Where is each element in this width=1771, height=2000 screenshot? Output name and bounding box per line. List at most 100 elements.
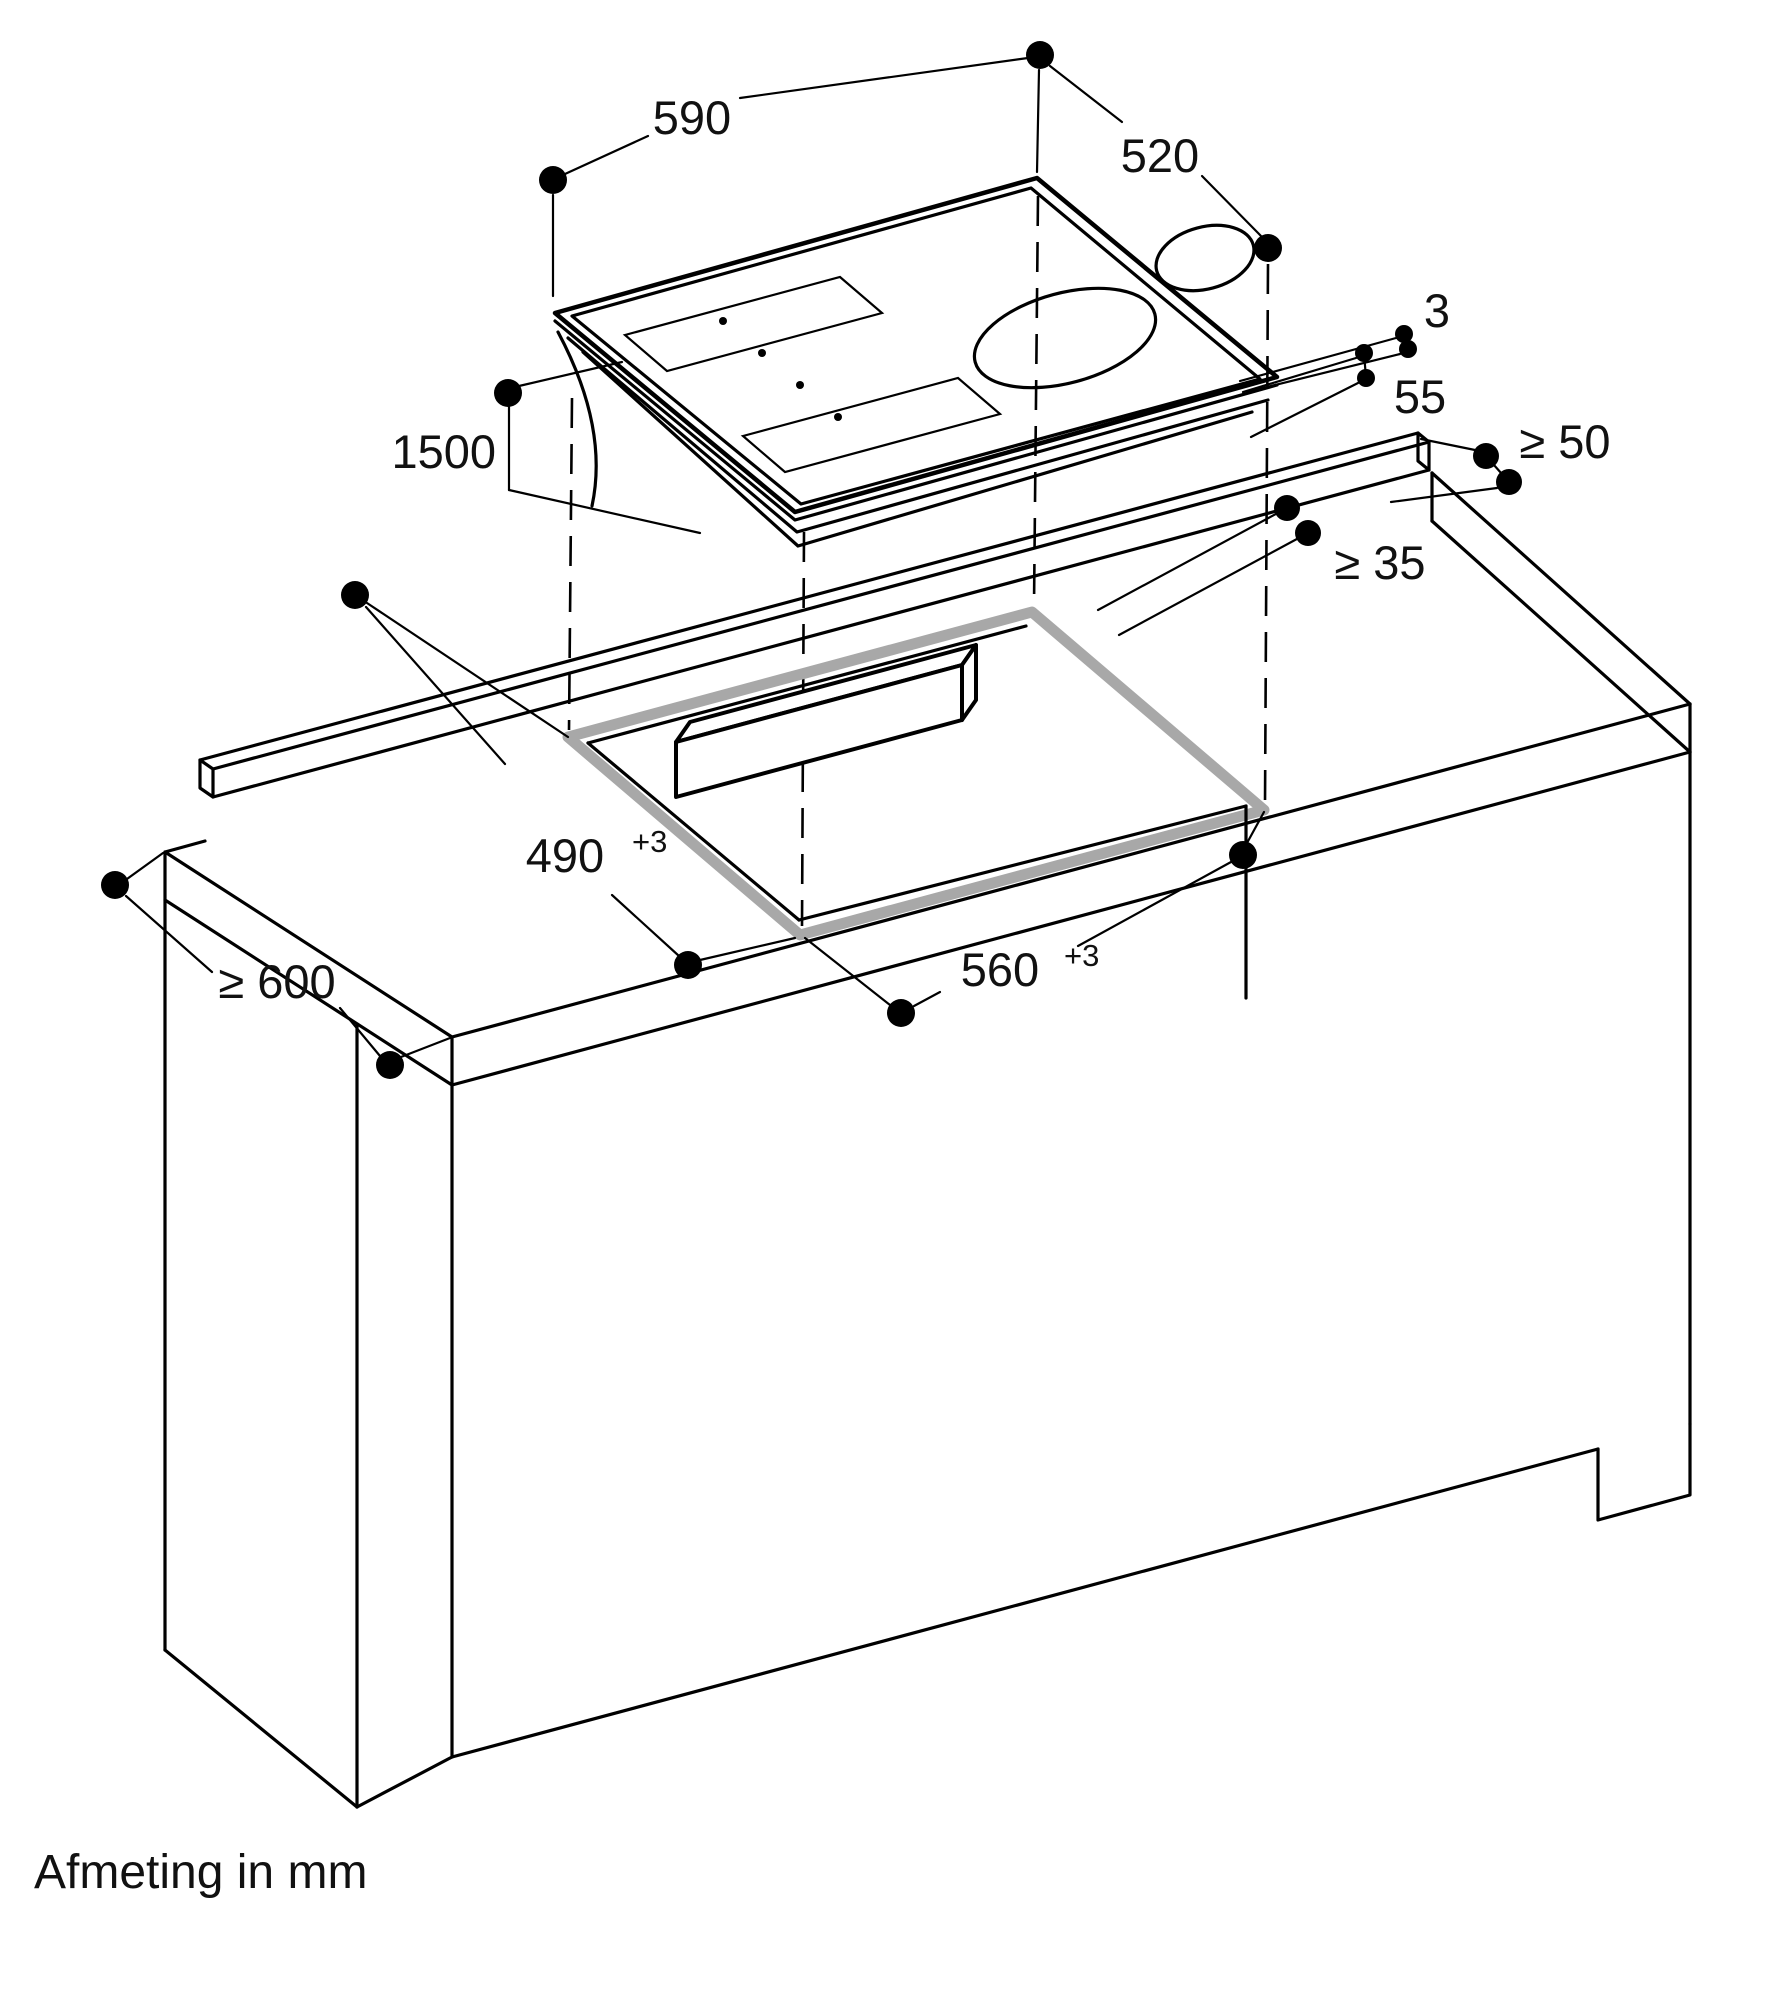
dimension-body-height: 55 bbox=[1241, 344, 1446, 439]
extension-line bbox=[365, 601, 570, 739]
dimension-point bbox=[376, 1051, 404, 1079]
upstand-top-front-edge bbox=[211, 440, 1431, 771]
dimension-label-55: 55 bbox=[1394, 370, 1446, 423]
dimension-label-3: 3 bbox=[1424, 284, 1450, 337]
cooking-zone-rear-circle bbox=[1154, 223, 1256, 293]
cooktop-glass-outer-edge bbox=[552, 175, 1280, 515]
dimension-point bbox=[887, 999, 915, 1027]
connector-line bbox=[1362, 351, 1368, 380]
dimension-label-600: ≥ 600 bbox=[218, 955, 335, 1008]
dimension-label-1500: 1500 bbox=[391, 425, 496, 478]
projection-line bbox=[1263, 263, 1270, 805]
leader-line bbox=[610, 893, 681, 958]
cabinet-side-bottom-edge bbox=[163, 1648, 359, 1809]
extension-line bbox=[1096, 506, 1289, 612]
cabinet-plinth-notch bbox=[1596, 1422, 1692, 1522]
dimension-rear-clearance: ≥ 50 bbox=[1389, 415, 1611, 504]
extension-line bbox=[1238, 336, 1398, 383]
upstand-top-rear-edge bbox=[198, 431, 1420, 762]
cooktop-body-lower-edge bbox=[581, 350, 1254, 548]
flex-zone-front-outline bbox=[740, 376, 1003, 474]
extension-line bbox=[1035, 68, 1041, 174]
dimension-tolerance-560: +3 bbox=[1064, 938, 1099, 973]
dimension-label-50: ≥ 50 bbox=[1519, 415, 1610, 468]
cutout-inner-edge bbox=[586, 741, 801, 922]
dimension-point bbox=[101, 871, 129, 899]
dimension-worktop-depth: ≥ 600 bbox=[101, 851, 452, 1079]
worktop-rear-left-edge bbox=[163, 839, 207, 854]
leader-line bbox=[338, 1006, 382, 1058]
dimension-point bbox=[1395, 325, 1413, 343]
control-dot bbox=[719, 317, 727, 325]
leader-line bbox=[1076, 860, 1233, 948]
dimension-appliance-width: 590 bbox=[539, 41, 1054, 298]
dimension-label-490: 490 bbox=[526, 829, 604, 882]
dimension-glass-thickness: 3 bbox=[1238, 284, 1450, 394]
dimension-point bbox=[674, 951, 702, 979]
extension-line bbox=[1245, 810, 1266, 845]
dimension-point bbox=[341, 581, 369, 609]
dimension-point bbox=[1254, 234, 1282, 262]
dimension-label-560: 560 bbox=[961, 943, 1039, 996]
dimension-point bbox=[539, 166, 567, 194]
leader-line bbox=[1048, 64, 1124, 124]
dimension-cutout-rear-clearance: ≥ 35 bbox=[1096, 495, 1426, 637]
upstand-left-end bbox=[198, 758, 215, 799]
dimension-label-35: ≥ 35 bbox=[1334, 536, 1425, 589]
dimension-point bbox=[1026, 41, 1054, 69]
extension-line bbox=[1245, 352, 1402, 394]
base-cabinet bbox=[163, 750, 1692, 1809]
dimension-point bbox=[1399, 340, 1417, 358]
projection-line bbox=[567, 397, 574, 731]
dimension-cutout-depth: 490 +3 bbox=[341, 581, 797, 979]
unit-note: Afmeting in mm bbox=[34, 1846, 367, 1899]
projection-line bbox=[1032, 195, 1040, 607]
connector-line bbox=[1484, 454, 1511, 484]
cutout-inner-edge bbox=[586, 624, 1028, 745]
cooktop-body-upper-edge bbox=[566, 336, 1270, 534]
vent-duct-box bbox=[674, 643, 978, 799]
cooktop-glass-inner-frame bbox=[570, 186, 1262, 506]
control-dot bbox=[758, 349, 766, 357]
rear-upstand bbox=[198, 431, 1431, 799]
leader-line bbox=[124, 894, 214, 974]
dimension-tolerance-490: +3 bbox=[632, 824, 667, 859]
worktop-front-top-edge bbox=[450, 702, 1692, 1039]
worktop-right-end-bottom bbox=[1430, 519, 1692, 754]
cutout-inner-edge bbox=[797, 804, 1248, 922]
flex-zone-rear-outline bbox=[622, 275, 885, 373]
cabinet-bottom-left-join bbox=[355, 1755, 454, 1809]
extension-line bbox=[1249, 381, 1360, 439]
control-dot bbox=[834, 413, 842, 421]
extension-line bbox=[399, 1036, 452, 1059]
extension-line bbox=[803, 936, 892, 1007]
leader-line bbox=[563, 134, 650, 176]
dimension-label-520: 520 bbox=[1121, 129, 1199, 182]
worktop-right-end-top bbox=[1430, 471, 1692, 706]
extension-line bbox=[125, 851, 165, 881]
dimension-cable-length: 1500 bbox=[391, 360, 702, 535]
cooktop bbox=[552, 175, 1280, 548]
leader-line bbox=[738, 56, 1030, 100]
vent-box-front-face bbox=[674, 663, 964, 799]
leader-line bbox=[1200, 174, 1263, 238]
cabinet-front-bottom-edge bbox=[450, 1447, 1600, 1759]
dimension-point bbox=[494, 379, 522, 407]
mains-cable-arc bbox=[556, 330, 598, 508]
dimension-appliance-depth: 520 bbox=[1048, 64, 1282, 262]
extension-line bbox=[507, 488, 702, 535]
control-dots bbox=[719, 317, 842, 421]
upstand-bottom-front-edge bbox=[211, 468, 1431, 799]
extension-line bbox=[1389, 486, 1499, 504]
extension-line bbox=[1419, 437, 1477, 452]
worktop-front-bottom-edge bbox=[450, 750, 1692, 1087]
extension-line bbox=[1117, 531, 1310, 637]
dimension-cutout-width: 560 +3 bbox=[803, 810, 1266, 1027]
cutout-outline bbox=[562, 606, 1270, 941]
cooking-zone-front-circle bbox=[972, 286, 1158, 390]
cooktop-glass-thickness-edge bbox=[553, 319, 1279, 522]
dimension-point bbox=[1229, 841, 1257, 869]
leader-line bbox=[912, 990, 942, 1008]
